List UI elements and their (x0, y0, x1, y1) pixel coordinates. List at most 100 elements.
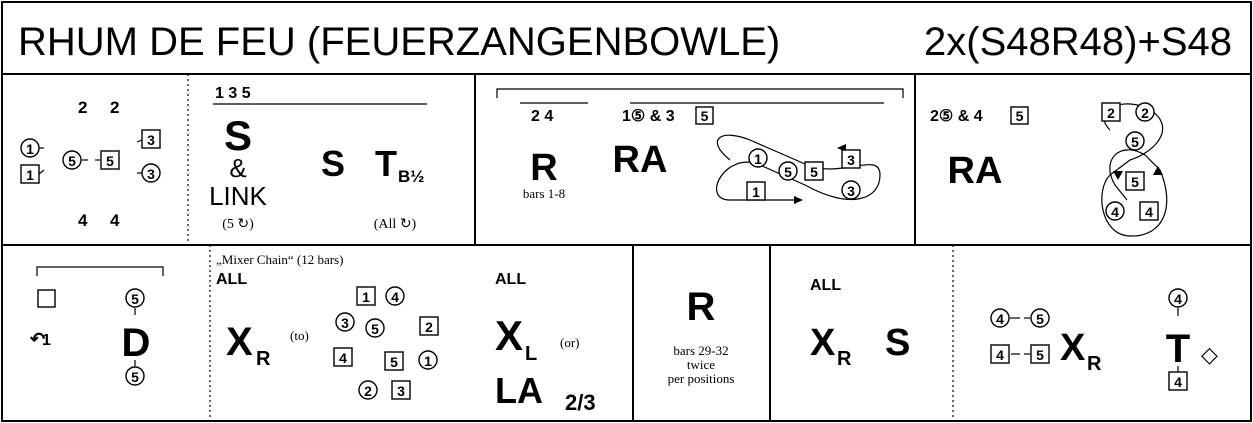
cross-figure: X (495, 312, 523, 359)
row1-panel3-rights: 2 4 1⑤ & 3 5 R bars 1-8 RA 1 1 5 5 3 3 (496, 88, 904, 204)
bars-label: 1⑤ & 3 (622, 108, 675, 125)
row2-panel2-mixer-chain: „Mixer Chain“ (12 bars) ALL X R (to) 1 4… (216, 252, 439, 400)
man-square (37, 289, 56, 308)
diamond-icon: ◇ (1201, 342, 1218, 367)
svg-text:5: 5 (106, 153, 114, 169)
svg-text:1: 1 (26, 167, 34, 183)
all-label: ALL (216, 271, 247, 288)
svg-text:3: 3 (341, 315, 349, 331)
bars-label: 2⑤ & 4 (930, 108, 983, 125)
row1-panel4-rightsacross: 2⑤ & 4 5 RA 2 2 5 5 4 4 (930, 102, 1168, 237)
turn-figure: T (1166, 327, 1190, 371)
to-note: (to) (290, 328, 309, 343)
svg-text:5: 5 (371, 321, 379, 337)
svg-text:2: 2 (364, 383, 372, 399)
svg-text:5: 5 (68, 153, 76, 169)
row1-panel1-positions: 2 2 1 1 5 5 3 3 4 4 (20, 98, 161, 230)
svg-text:R: R (256, 348, 271, 370)
title-bar: RHUM DE FEU (FEUERZANGENBOWLE) 2x(S48R48… (18, 20, 1232, 64)
svg-text:2: 2 (1141, 105, 1149, 121)
dance-formation: 2x(S48R48)+S48 (924, 20, 1232, 64)
svg-text:4: 4 (1174, 291, 1182, 307)
svg-text:4: 4 (339, 350, 347, 366)
setting-figure: S (224, 112, 252, 159)
svg-text:bars 29-32: bars 29-32 (673, 343, 728, 358)
dance-figure: D (122, 321, 151, 365)
svg-text:5: 5 (390, 354, 398, 370)
svg-text:3: 3 (147, 132, 155, 148)
right-hand-across: RA (613, 139, 668, 181)
woman-5-circle (62, 150, 82, 170)
all-label: ALL (810, 277, 841, 294)
row2-panel5-cross-set: ALL X R S (810, 277, 910, 370)
svg-text:R: R (837, 348, 852, 370)
row2-panel1-dance: ↶ 1 5 D 5 (29, 266, 164, 386)
position-4-label: 4 (110, 211, 120, 230)
row2-panel3-cross-left: ALL X L (or) LA 2/3 (495, 271, 596, 415)
row1-panel2-setlink: 1 3 5 S & LINK (5 ↻) S T B½ (All ↻) (209, 85, 427, 232)
link-figure: LINK (209, 181, 267, 211)
svg-text:1: 1 (754, 151, 762, 167)
svg-text:1: 1 (424, 353, 432, 369)
svg-text:4: 4 (391, 289, 399, 305)
or-note: (or) (560, 335, 580, 350)
turn-figure: T (375, 143, 397, 184)
position-2-label: 2 (78, 98, 87, 117)
setting-figure-2: S (321, 143, 345, 184)
turn-note: (All ↻) (374, 217, 417, 232)
cross-figure: X (1060, 327, 1086, 369)
rights-note: bars 1-8 (523, 186, 565, 201)
cross-figure: X (810, 322, 836, 364)
svg-text:2: 2 (425, 319, 433, 335)
right-hand-across: RA (948, 150, 1003, 192)
svg-text:1: 1 (752, 184, 760, 200)
svg-text:5: 5 (131, 291, 139, 307)
svg-text:5: 5 (701, 108, 709, 124)
svg-text:twice: twice (687, 357, 715, 372)
svg-text:3: 3 (847, 183, 855, 199)
svg-text:2: 2 (1107, 105, 1115, 121)
svg-text:3: 3 (847, 152, 855, 168)
rights-figure: R (530, 147, 557, 189)
svg-text:1: 1 (42, 332, 51, 349)
svg-text:5: 5 (1036, 311, 1044, 327)
setting-figure: S (885, 322, 910, 364)
svg-text:5: 5 (1036, 347, 1044, 363)
svg-text:4: 4 (996, 311, 1004, 327)
position-2-label: 2 (110, 98, 119, 117)
svg-text:3: 3 (397, 383, 405, 399)
svg-text:R: R (1087, 353, 1102, 375)
and-symbol: & (229, 153, 246, 183)
svg-text:5: 5 (784, 164, 792, 180)
svg-text:1: 1 (362, 289, 370, 305)
rights-figure: R (687, 285, 716, 329)
left-hand-across: LA (495, 370, 543, 411)
svg-text:3: 3 (147, 166, 155, 182)
all-label: ALL (495, 271, 526, 288)
track-path (716, 134, 881, 201)
mixer-chain-label: „Mixer Chain“ (12 bars) (216, 252, 343, 267)
svg-text:4: 4 (996, 347, 1004, 363)
svg-text:5: 5 (810, 164, 818, 180)
man-3-square (141, 129, 161, 149)
cast-arrow-icon: ↶ (29, 329, 45, 349)
svg-text:L: L (525, 343, 537, 365)
svg-text:5: 5 (1016, 108, 1024, 124)
position-4-label: 4 (78, 211, 88, 230)
link-note: (5 ↻) (222, 217, 254, 232)
svg-text:4: 4 (1111, 204, 1119, 220)
svg-text:per positions: per positions (668, 371, 735, 386)
svg-text:1: 1 (26, 141, 34, 157)
dance-title: RHUM DE FEU (FEUERZANGENBOWLE) (18, 20, 780, 64)
bars-label: 2 4 (531, 108, 553, 125)
svg-text:5: 5 (1131, 134, 1139, 150)
turn-subscript: B½ (398, 167, 424, 186)
svg-text:5: 5 (1131, 174, 1139, 190)
cross-figure: X (226, 320, 253, 364)
bars-label: 1 3 5 (215, 85, 251, 102)
svg-text:4: 4 (1145, 204, 1153, 220)
fraction: 2/3 (565, 390, 596, 415)
row2-panel6-cross-turn: 4 5 4 5 X R 4 T ◇ 4 (990, 288, 1218, 391)
